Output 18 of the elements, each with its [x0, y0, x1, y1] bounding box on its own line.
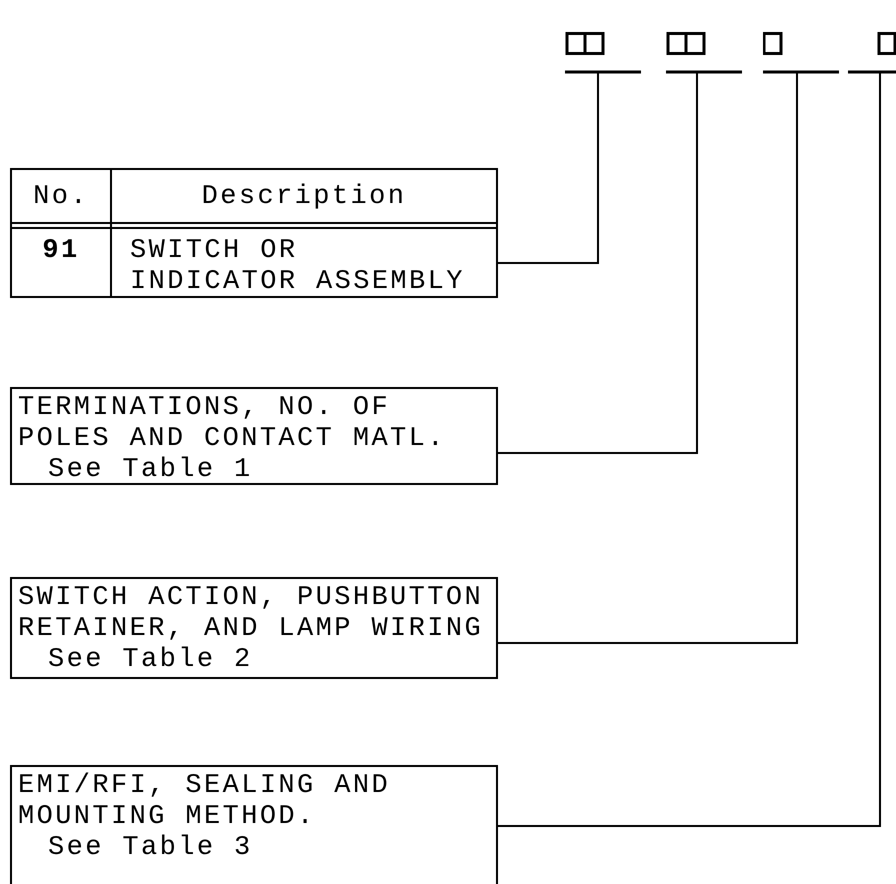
description-text: SWITCH ACTION, PUSHBUTTON RETAINER, AND LAMP WIRING: [18, 583, 484, 645]
description-box: [10, 577, 498, 679]
column-header: Description: [200, 182, 408, 213]
description-box: [10, 387, 498, 485]
column-header: No.: [32, 182, 90, 213]
connector-line: [498, 72, 599, 264]
connector-line: [498, 72, 881, 827]
parts-table: [10, 168, 498, 298]
table-reference: See Table 1: [48, 455, 253, 486]
description-box: [10, 765, 498, 884]
description-text: EMI/RFI, SEALING AND MOUNTING METHOD.: [18, 771, 392, 833]
description-text: TERMINATIONS, NO. OF POLES AND CONTACT MATL.: [18, 393, 447, 455]
table-cell-text: SWITCH OR INDICATOR ASSEMBLY: [130, 236, 466, 298]
table-reference: See Table 2: [48, 645, 253, 676]
connector-line: [498, 72, 798, 644]
connector-line: [498, 72, 698, 454]
table-cell-text: 91: [41, 236, 81, 267]
table-reference: See Table 3: [48, 833, 253, 864]
